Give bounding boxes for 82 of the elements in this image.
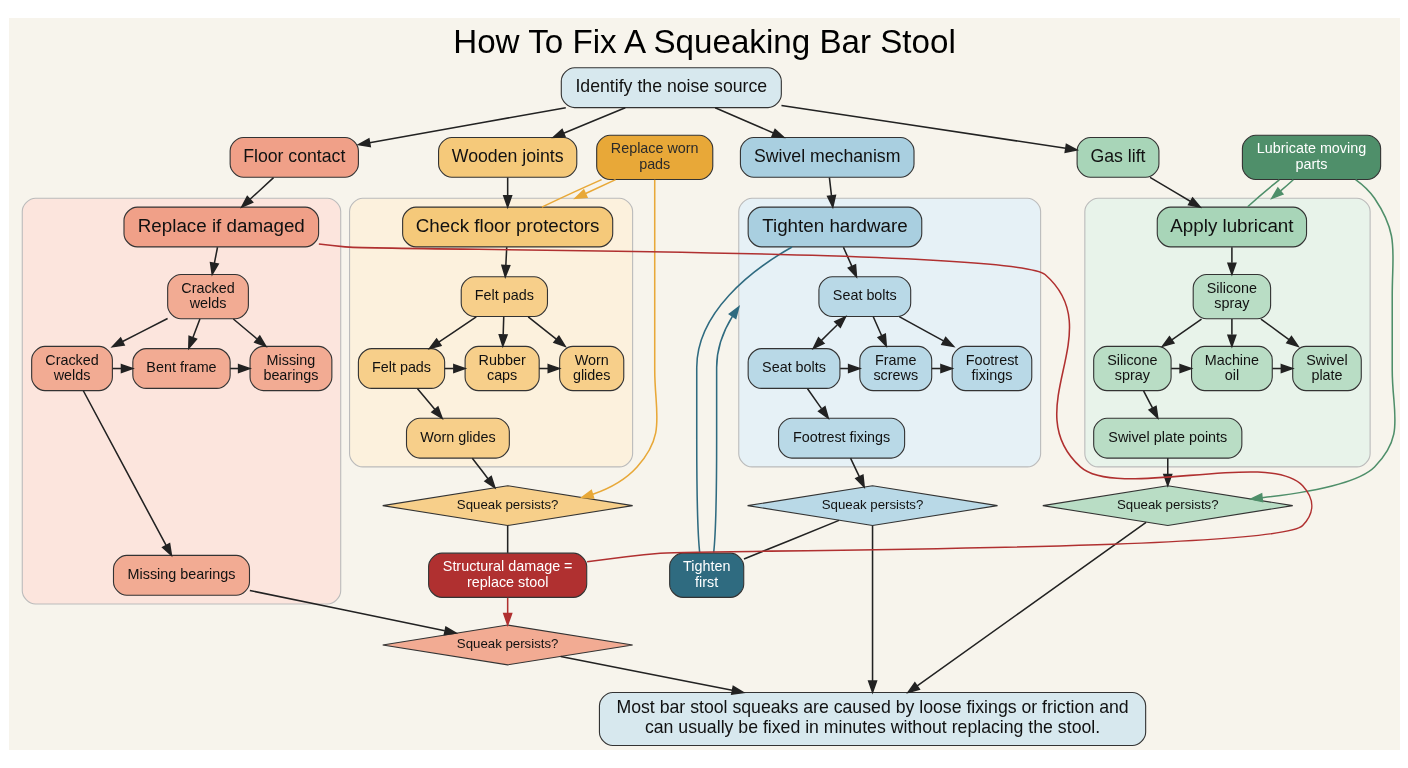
node-box: Lubricate moving parts [1241, 134, 1381, 180]
node-box: Check floor protectors [401, 206, 613, 248]
arrow [248, 589, 458, 636]
node-box: Rubber caps [464, 345, 540, 392]
node-box: Swivel mechanism [739, 136, 915, 178]
node-box: Identify the noise source [560, 67, 782, 109]
arrow [572, 178, 616, 200]
node-box: Wooden joints [437, 136, 577, 178]
connector [317, 243, 1313, 563]
connector [1246, 179, 1280, 208]
arrow [550, 106, 626, 139]
arrow [82, 389, 172, 558]
arrow [867, 525, 877, 695]
node-box: Machine oil [1190, 345, 1273, 392]
node-box: Felt pads [460, 276, 548, 318]
node-box: Apply lubricant [1156, 206, 1307, 248]
node-box: Silicone spray [1192, 274, 1271, 320]
node-diamond: Squeak persists? [381, 485, 633, 527]
arrow [780, 104, 1079, 154]
node-box: Most bar stool squeaks are caused by loose fixings or friction and can usually be fixed in minutes without replacing the stool. [598, 691, 1146, 747]
arrow [1160, 318, 1202, 348]
node-box: Structural damage = replace stool [427, 552, 587, 598]
node-box: Cracked welds [30, 345, 113, 392]
arrow [905, 521, 1147, 694]
node-box: Felt pads [357, 348, 445, 389]
connector [540, 178, 602, 208]
connector [742, 519, 840, 560]
arrow [526, 316, 567, 348]
node-box: Replace worn pads [595, 134, 713, 180]
arrow [355, 106, 567, 148]
arrow [1259, 318, 1300, 348]
node-box: Tighten hardware [747, 206, 922, 248]
diagram-title: How To Fix A Squeaking Bar Stool [452, 23, 956, 61]
arrow [806, 388, 830, 421]
arrow [713, 106, 786, 139]
arrow [427, 316, 477, 350]
node-diamond: Squeak persists? [746, 485, 998, 527]
arrow [209, 246, 219, 277]
node-box: Floor contact [229, 136, 359, 178]
arrow [109, 317, 168, 348]
node-diamond: Squeak persists? [1041, 485, 1293, 527]
node-box: Gas lift [1076, 136, 1159, 178]
arrow [239, 176, 274, 209]
arrow [232, 318, 268, 348]
arrow [1142, 390, 1159, 420]
arrow [500, 246, 511, 279]
arrow [187, 318, 201, 351]
node-box: Worn glides [405, 417, 510, 459]
arrow [826, 176, 836, 210]
arrow [1148, 176, 1202, 209]
connector [695, 246, 793, 554]
node-box: Silicone spray [1092, 345, 1172, 392]
arrow [1226, 318, 1237, 349]
node-box: Replace if damaged [122, 206, 319, 248]
arrow [897, 315, 956, 348]
arrow [1269, 179, 1294, 200]
node-box: Seat bolts [747, 348, 840, 389]
arrow [872, 316, 887, 349]
node-box: Swivel plate [1291, 345, 1362, 392]
node-box: Swivel plate points [1092, 417, 1242, 459]
node-box: Missing bearings [249, 345, 332, 392]
arrow [712, 305, 740, 554]
node-box: Worn glides [558, 345, 624, 392]
node-box: Seat bolts [817, 276, 911, 318]
arrow [842, 246, 857, 279]
arrow [849, 457, 865, 489]
arrow [559, 655, 746, 696]
node-box: Bent frame [131, 348, 231, 389]
node-box: Footrest fixings [777, 417, 905, 459]
node-box: Frame screws [858, 345, 932, 392]
arrow [1226, 246, 1237, 277]
node-box: Cracked welds [166, 274, 249, 320]
arrow [1248, 178, 1396, 503]
node-box: Missing bearings [112, 554, 250, 596]
cluster [737, 197, 1041, 468]
node-box: Footrest fixings [951, 345, 1032, 392]
arrow [811, 315, 847, 351]
arrow [579, 179, 658, 499]
connector [506, 525, 508, 554]
arrow [416, 388, 444, 420]
arrow [471, 457, 496, 490]
node-box: Tighten first [668, 552, 744, 598]
